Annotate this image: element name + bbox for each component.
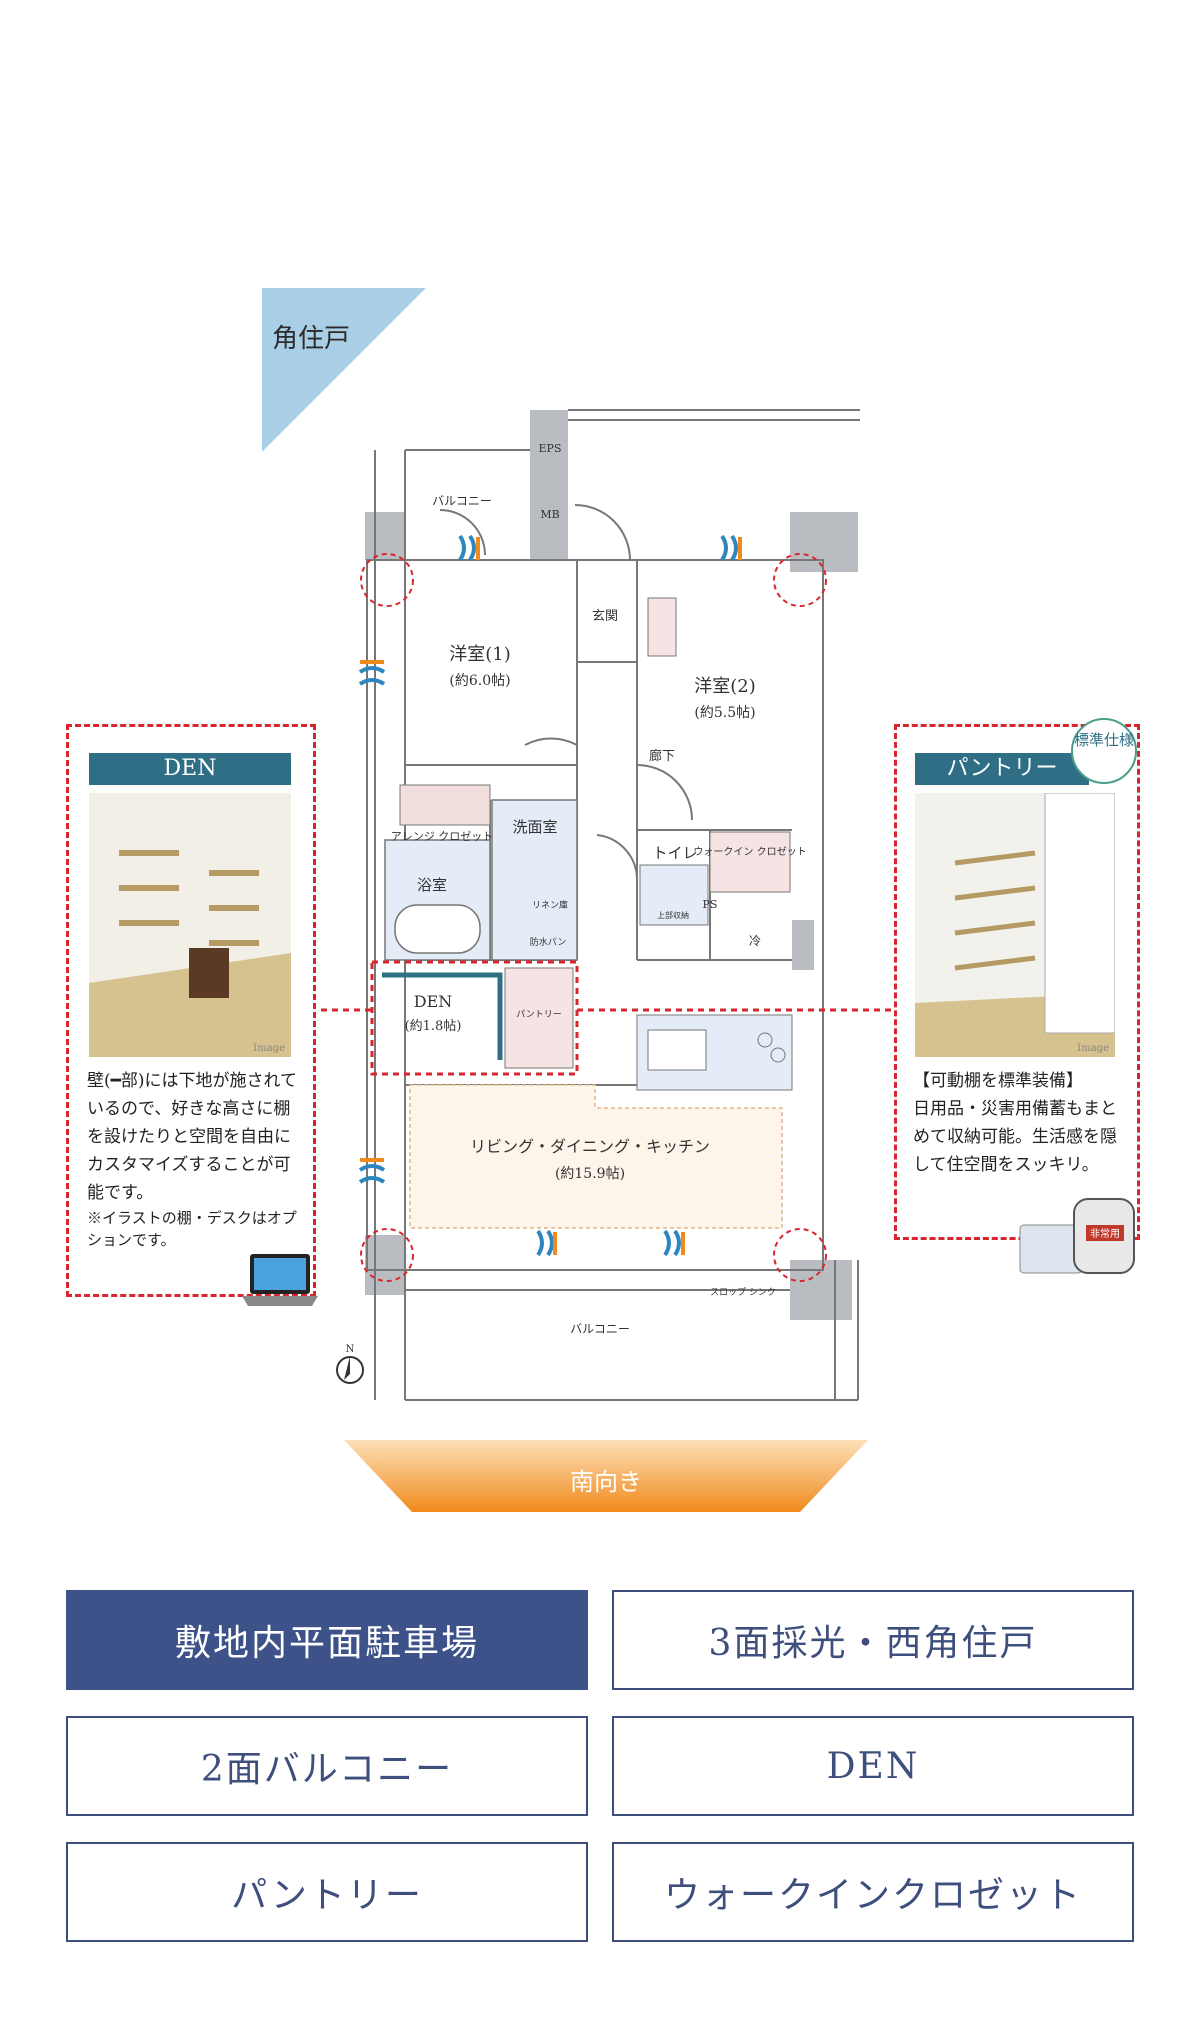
feature-walk-in-closet[interactable]: ウォークインクロゼット — [612, 1842, 1134, 1942]
label-fridge: 冷 — [749, 934, 761, 948]
den-illustration: Image — [89, 793, 291, 1057]
pantry-panel: パントリー Image 【可動棚を標準装備】 日用品・災害用備蓄もまとめて収納可… — [894, 724, 1140, 1240]
feature-pantry[interactable]: パントリー — [66, 1842, 588, 1942]
label-ldk: リビング・ダイニング・キッチン — [470, 1137, 710, 1156]
label-mb: MB — [540, 508, 559, 521]
label-ps: PS — [703, 898, 718, 911]
floor-plan: 洋室(1) (約6.0帖) 洋室(2) (約5.5帖) バルコニー EPS MB… — [310, 409, 894, 1401]
label-linen: リネン庫 — [532, 899, 568, 911]
label-ldk-size: (約15.9帖) — [555, 1166, 625, 1182]
emergency-bag-label: 非常用 — [1090, 1227, 1120, 1240]
corner-unit-badge — [262, 288, 426, 452]
label-eps: EPS — [539, 442, 562, 455]
feature-parking[interactable]: 敷地内平面駐車場 — [66, 1590, 588, 1690]
room-western1: 洋室(1) — [449, 644, 511, 665]
pantry-panel-title: パントリー — [915, 753, 1089, 785]
label-hallway: 廊下 — [649, 748, 675, 764]
label-arrange-closet: アレンジ クロゼット — [391, 830, 494, 843]
label-storage-top: 上部収納 — [657, 910, 689, 920]
south-orientation-banner — [344, 1440, 868, 1512]
label-den: DEN — [414, 992, 453, 1011]
feature-three-side-light[interactable]: 3面採光・西角住戸 — [612, 1590, 1134, 1690]
label-waterpan: 防水パン — [530, 936, 566, 948]
pantry-image-label: Image — [1077, 1043, 1109, 1054]
den-image-label: Image — [253, 1043, 285, 1054]
corner-unit-label: 角住戸 — [272, 324, 351, 354]
den-description: 壁(━部)には下地が施されているので、好きな高さに棚を設けたりと空間を自由にカス… — [87, 1071, 297, 1249]
den-panel: DEN Image 壁(━部)には下地が施されているので、好きな高さに棚を設けた… — [66, 724, 316, 1297]
label-wic: ウォークイン クロゼット — [693, 846, 806, 858]
label-pantry: パントリー — [516, 1009, 561, 1020]
south-orientation-label: 南向き — [570, 1468, 642, 1496]
den-panel-title: DEN — [89, 753, 291, 785]
room-western2-size: (約5.5帖) — [694, 705, 755, 721]
pantry-heading: 【可動棚を標準装備】 — [913, 1071, 1083, 1091]
emergency-supplies-icon: 非常用 — [1019, 1198, 1135, 1274]
room-western2: 洋室(2) — [694, 676, 756, 697]
label-toilet: トイレ — [652, 844, 697, 862]
label-north: N — [346, 1344, 355, 1355]
standard-spec-badge: 標準仕様 — [1071, 718, 1137, 784]
label-balcony-bottom: バルコニー — [570, 1322, 630, 1336]
label-washroom: 洗面室 — [512, 818, 557, 836]
label-bath: 浴室 — [417, 876, 447, 894]
den-note: ※イラストの棚・デスクはオプションです。 — [87, 1209, 297, 1249]
label-entrance: 玄関 — [592, 609, 618, 624]
feature-two-balconies[interactable]: 2面バルコニー — [66, 1716, 588, 1816]
label-slop-sink: スロップ シンク — [710, 1287, 776, 1298]
feature-den[interactable]: DEN — [612, 1716, 1134, 1816]
label-balcony-top: バルコニー — [432, 494, 492, 508]
room-western1-size: (約6.0帖) — [449, 673, 510, 689]
label-den-size: (約1.8帖) — [405, 1019, 462, 1034]
pantry-illustration: Image — [915, 793, 1115, 1057]
pantry-description: 【可動棚を標準装備】 日用品・災害用備蓄もまとめて収納可能。生活感を隠して住空間… — [913, 1067, 1123, 1179]
laptop-icon — [242, 1254, 318, 1306]
